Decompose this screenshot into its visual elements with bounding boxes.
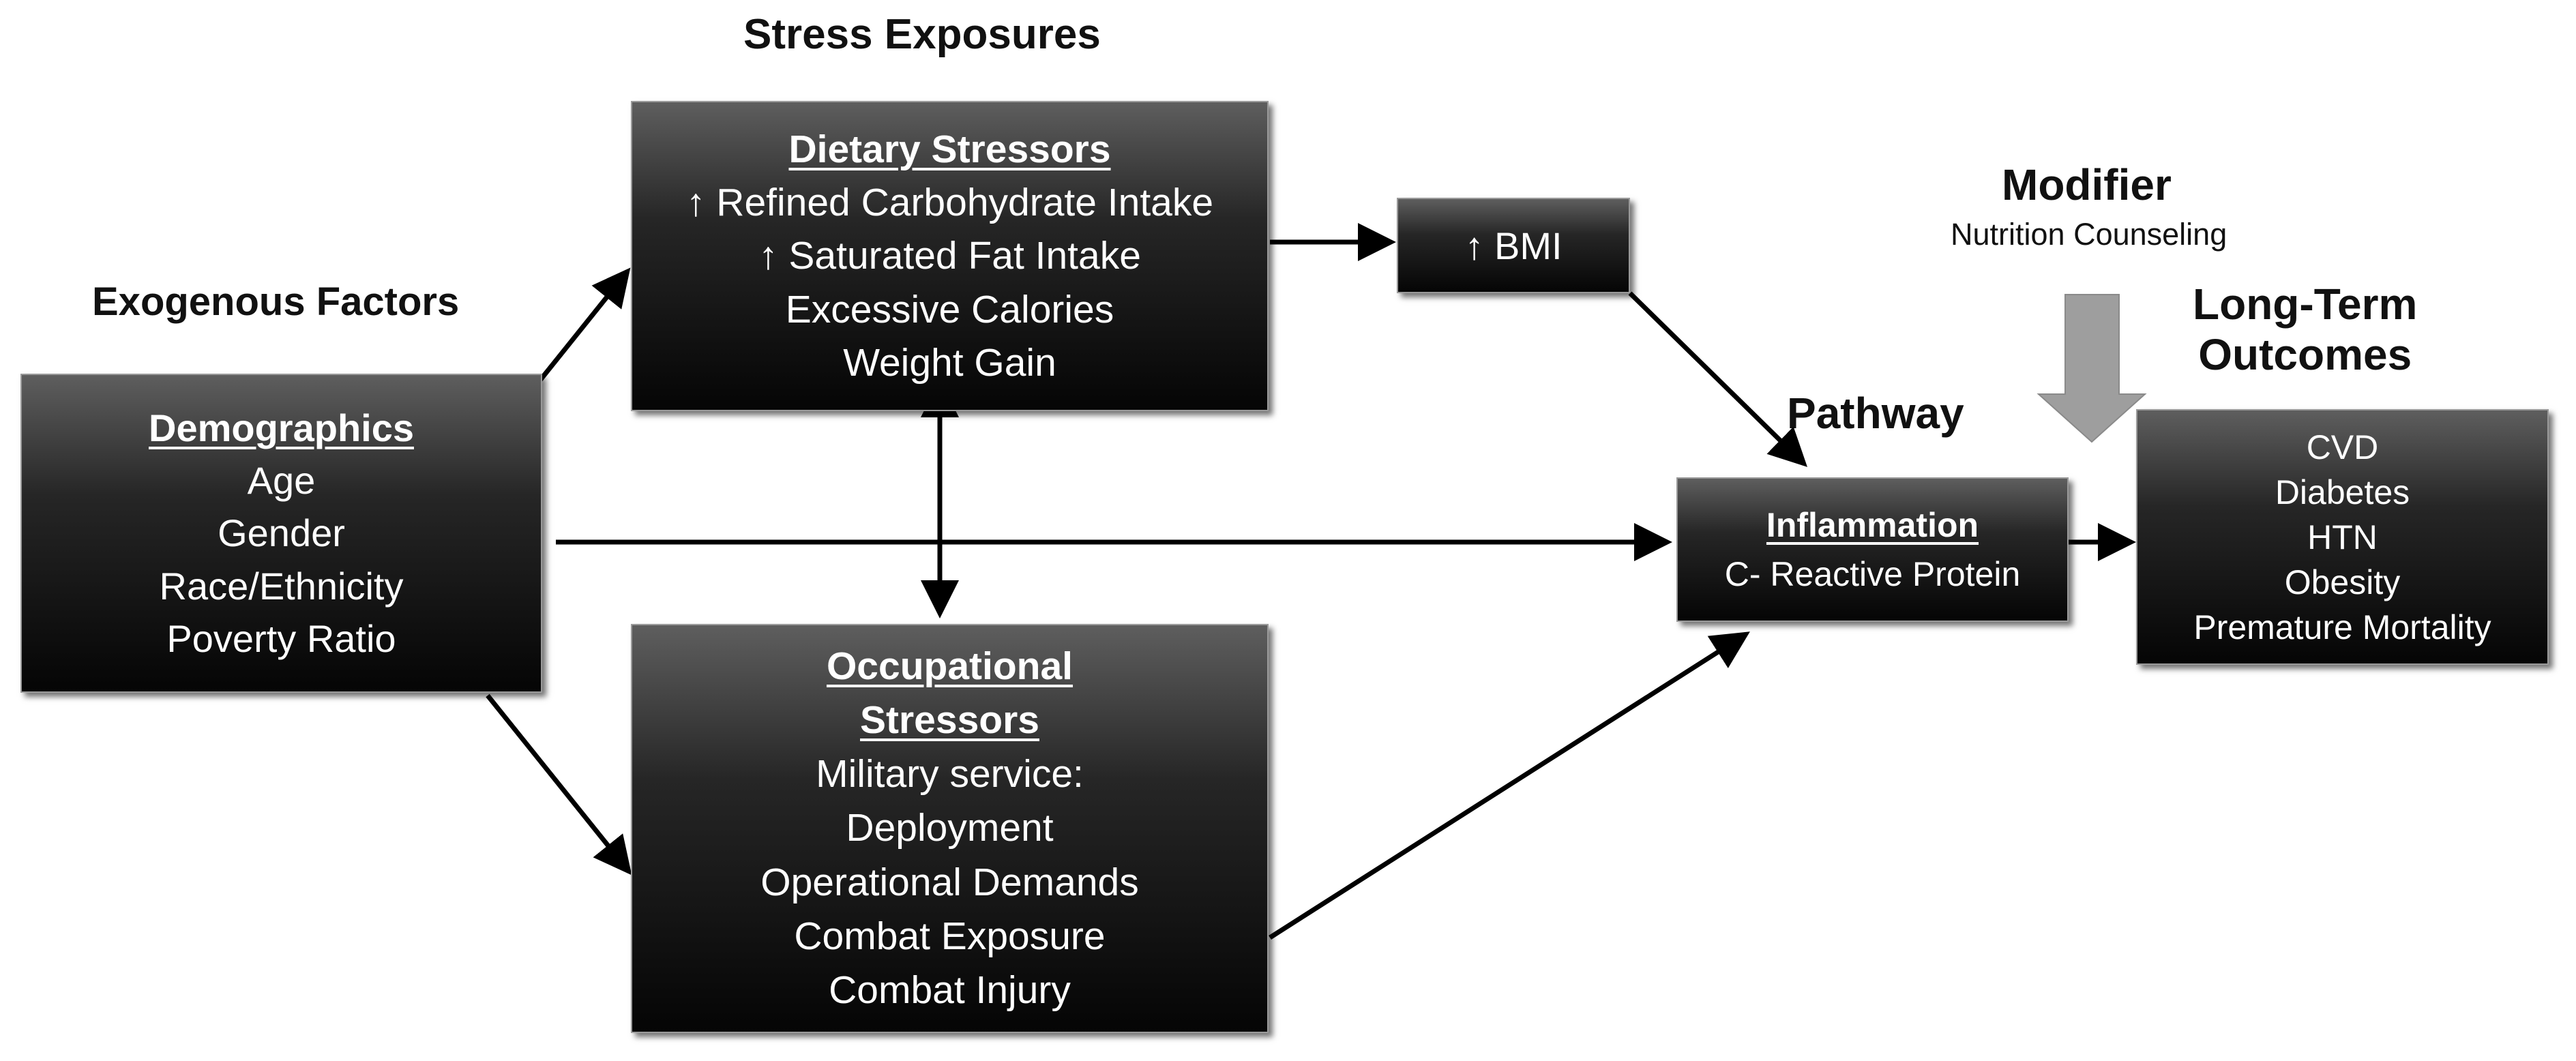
outcomes-box: CVD Diabetes HTN Obesity Premature Morta… <box>2136 409 2549 665</box>
dietary-item: ↑ Refined Carbohydrate Intake <box>685 181 1214 225</box>
outcome-item: Diabetes <box>2275 473 2410 511</box>
occupational-item: Deployment <box>846 806 1054 850</box>
dietary-item: ↑ Saturated Fat Intake <box>758 234 1141 278</box>
occupational-item: Military service: <box>816 752 1084 796</box>
outcome-item: Obesity <box>2284 563 2401 601</box>
long-term-outcomes-heading: Long-Term Outcomes <box>2193 280 2417 380</box>
demographics-box: Demographics Age Gender Race/Ethnicity P… <box>20 374 542 693</box>
occupational-item: Combat Exposure <box>794 914 1106 958</box>
outcome-item: CVD <box>2306 428 2379 466</box>
dietary-stressors-title: Dietary Stressors <box>788 128 1111 172</box>
modifier-heading: Modifier <box>2002 160 2172 209</box>
demographics-title: Demographics <box>149 406 414 449</box>
occupational-item: Operational Demands <box>760 860 1139 904</box>
long-term-heading-line1: Long-Term <box>2193 280 2418 329</box>
bmi-box: ↑ BMI <box>1397 198 1630 293</box>
demographics-item: Gender <box>218 511 345 555</box>
inflammation-item: C- Reactive Protein <box>1724 555 2021 593</box>
demographics-item: Age <box>247 459 316 503</box>
arrow-occupational-to-inflammation <box>1269 631 1750 940</box>
demographics-item: Race/Ethnicity <box>159 564 404 608</box>
outcome-item: HTN <box>2307 518 2378 556</box>
exogenous-factors-heading: Exogenous Factors <box>92 280 460 324</box>
occupational-stressors-box: Occupational Stressors Military service:… <box>631 624 1269 1033</box>
dietary-item: Excessive Calories <box>785 287 1114 331</box>
long-term-heading-line2: Outcomes <box>2198 329 2412 379</box>
stress-exposures-heading: Stress Exposures <box>743 11 1101 58</box>
demographics-item: Poverty Ratio <box>166 616 396 660</box>
inflammation-box: Inflammation C- Reactive Protein <box>1676 477 2069 622</box>
modifier-down-arrow <box>2037 294 2147 443</box>
dietary-stressors-box: Dietary Stressors ↑ Refined Carbohydrate… <box>631 101 1269 411</box>
arrow-bmi-to-inflammation <box>1628 291 1807 467</box>
occupational-item: Combat Injury <box>829 968 1071 1013</box>
bmi-label: ↑ BMI <box>1464 224 1563 267</box>
modifier-subheading: Nutrition Counseling <box>1951 217 2227 252</box>
dietary-item: Weight Gain <box>843 340 1056 385</box>
inflammation-title: Inflammation <box>1766 505 1979 544</box>
outcome-item: Premature Mortality <box>2193 608 2491 646</box>
arrow-demographics-to-dietary <box>537 267 631 384</box>
arrow-demographics-to-occupational <box>486 693 632 876</box>
occupational-stressors-title: Occupational <box>826 644 1074 688</box>
occupational-stressors-title: Stressors <box>860 698 1039 742</box>
pathway-heading: Pathway <box>1787 389 1964 438</box>
